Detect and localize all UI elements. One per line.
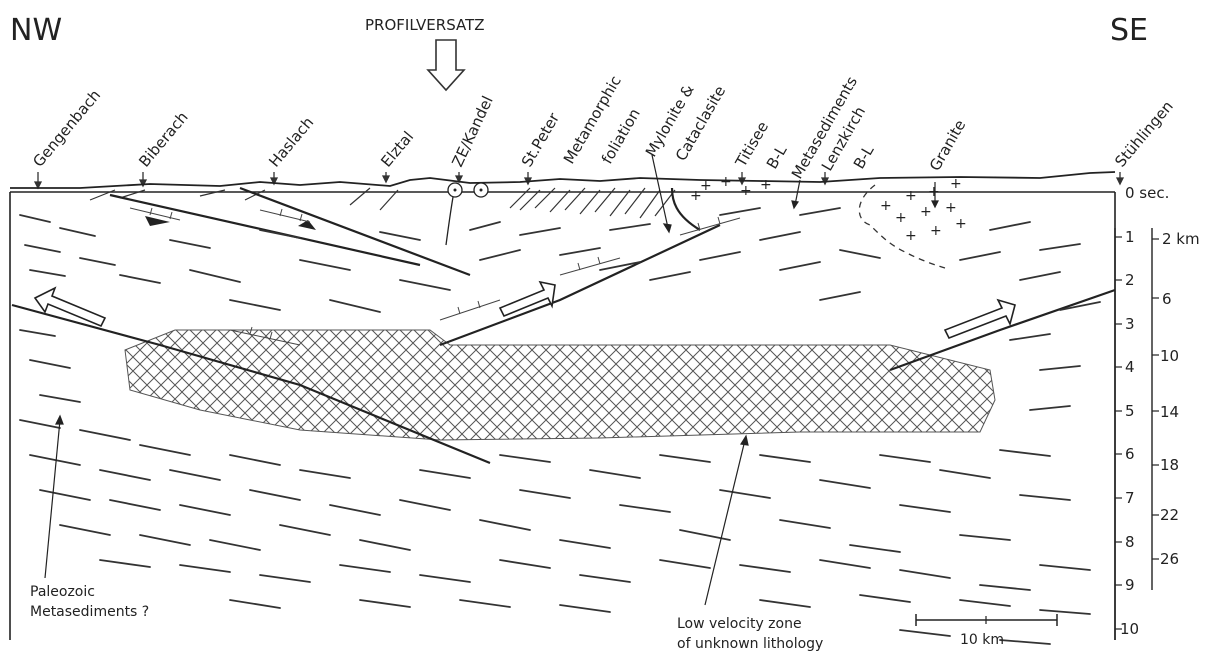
depth-tick-6: 6 [1162, 290, 1172, 308]
time-tick-0: 0 sec. [1125, 184, 1169, 202]
svg-text:+: + [895, 210, 907, 226]
time-tick-1: 1 [1125, 228, 1135, 246]
loc-bl-1: B-L [763, 142, 791, 172]
svg-text:+: + [955, 216, 967, 232]
depth-axis: 2 km 6 10 14 18 22 26 [1152, 230, 1200, 568]
loc-stuehlingen: Stühlingen [1111, 97, 1177, 170]
loc-bl-2: B-L [850, 142, 878, 172]
time-tick-4: 4 [1125, 358, 1135, 376]
paleozoic-label-1: Paleozoic [30, 584, 95, 600]
time-tick-2: 2 [1125, 271, 1135, 289]
scale-bar-label: 10 km [960, 632, 1004, 648]
paleozoic-label-2: Metasediments ? [30, 604, 149, 620]
nw-label: NW [10, 13, 62, 48]
time-tick-8: 8 [1125, 533, 1135, 551]
svg-text:+: + [920, 204, 932, 220]
depth-tick-26: 26 [1160, 550, 1179, 568]
time-tick-7: 7 [1125, 489, 1135, 507]
foliation-ticks [130, 208, 740, 345]
low-velocity-label-1: Low velocity zone [677, 616, 802, 632]
se-label: SE [1110, 13, 1148, 48]
loc-haslach: Haslach [265, 113, 317, 170]
time-tick-3: 3 [1125, 315, 1135, 333]
time-tick-10: 10 [1120, 620, 1139, 638]
loc-gengenbach: Gengenbach [29, 86, 104, 170]
depth-tick-22: 22 [1160, 506, 1179, 524]
svg-text:+: + [928, 184, 940, 200]
granite-crosses: ++++ +++ +++ +++++ [690, 174, 967, 244]
depth-tick-14: 14 [1160, 403, 1179, 421]
time-tick-6: 6 [1125, 445, 1135, 463]
svg-text:+: + [700, 178, 712, 194]
location-labels: Gengenbach Biberach Haslach Elztal ZE/Ka… [29, 73, 1177, 182]
depth-tick-2: 2 km [1162, 230, 1200, 248]
depth-tick-10: 10 [1160, 347, 1179, 365]
time-tick-9: 9 [1125, 576, 1135, 594]
low-velocity-label-2: of unknown lithology [677, 636, 823, 652]
loc-elztal: Elztal [377, 128, 417, 171]
svg-text:+: + [905, 228, 917, 244]
svg-text:+: + [905, 188, 917, 204]
loc-granite: Granite [926, 117, 969, 174]
svg-text:+: + [945, 200, 957, 216]
loc-st-peter: St.Peter [518, 109, 564, 170]
svg-text:+: + [720, 174, 732, 190]
profilversatz-label: PROFILVERSATZ [365, 16, 485, 34]
depth-tick-18: 18 [1160, 456, 1179, 474]
loc-biberach: Biberach [135, 108, 191, 170]
svg-text:+: + [880, 198, 892, 214]
time-tick-5: 5 [1125, 402, 1135, 420]
loc-ze-kandel: ZE/Kandel [448, 93, 496, 169]
svg-text:+: + [690, 188, 702, 204]
svg-text:+: + [760, 177, 772, 193]
svg-text:+: + [950, 176, 962, 192]
profilversatz-arrow [428, 40, 464, 90]
svg-text:+: + [740, 183, 752, 199]
low-velocity-zone [125, 330, 995, 440]
svg-text:+: + [930, 223, 942, 239]
